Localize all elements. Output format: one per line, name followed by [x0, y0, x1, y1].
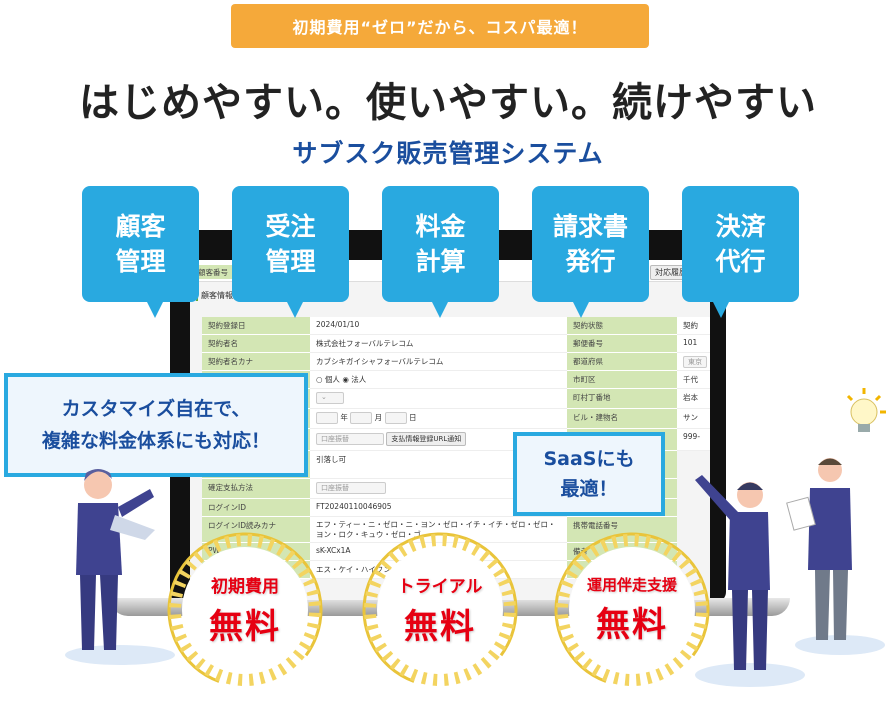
medal-support-free: 運用伴走支援無料	[547, 527, 717, 697]
field-value: 口座振替 支払情報登録URL通知	[310, 429, 567, 451]
callout-line1: SaaSにも	[543, 448, 635, 470]
feature-customer-management: 顧客管理	[82, 186, 199, 318]
radio-corporate[interactable]: 法人	[351, 375, 367, 384]
field-value: 口座振替	[310, 479, 567, 499]
medal-title: 初期費用	[211, 577, 279, 597]
feature-order-management: 受注管理	[232, 186, 349, 318]
field-label: 契約者名カナ	[202, 353, 310, 371]
feature-line2: 管理	[115, 247, 166, 276]
customer-type-radios[interactable]: ○ 個人 ◉ 法人	[310, 371, 567, 389]
field-value: ⌄	[310, 389, 567, 409]
feature-billing-calc: 料金計算	[382, 186, 499, 318]
field-value: エフ・ティー・ニ・ゼロ・ニ・ヨン・ゼロ・イチ・イチ・ゼロ・ゼロ・ヨン・ロク・キュ…	[310, 517, 567, 543]
feature-line2: 計算	[415, 247, 466, 276]
field-label: 市町区	[567, 371, 677, 389]
callout-line1: カスタマイズ自在で、	[61, 398, 251, 420]
field-label: 郵便番号	[567, 335, 677, 353]
promo-badge: 初期費用“ゼロ”だから、コスパ最適！	[231, 4, 649, 48]
field-label: ログインID	[202, 499, 310, 517]
year-label: 年	[340, 413, 348, 422]
laurel-wreath-icon	[554, 532, 710, 688]
field-value: カブシキガイシャフォーバルテレコム	[310, 353, 567, 371]
medal-trial-free: トライアル無料	[355, 527, 525, 697]
feature-line1: 顧客	[115, 212, 166, 241]
feature-line1: 請求書	[552, 212, 628, 241]
radio-individual[interactable]: 個人	[324, 375, 340, 384]
laurel-wreath-icon	[167, 532, 323, 688]
feature-line1: 料金	[415, 212, 466, 241]
feature-line2: 管理	[265, 247, 316, 276]
field-label: 契約状態	[567, 317, 677, 335]
businesspeople-right-illustration	[695, 458, 885, 687]
day-select[interactable]	[384, 412, 407, 424]
field-value: 株式会社フォーバルテレコム	[310, 335, 567, 353]
feature-invoice-issue: 請求書発行	[532, 186, 649, 318]
select-dropdown[interactable]: ⌄	[316, 392, 344, 404]
send-payment-url-button[interactable]: 支払情報登録URL通知	[386, 432, 467, 446]
year-select[interactable]	[316, 412, 338, 424]
confirmed-payment-select[interactable]: 口座振替	[316, 482, 386, 494]
field-value: サン	[677, 409, 710, 429]
headline: はじめやすい。使いやすい。続けやすい	[79, 80, 817, 126]
field-value: 101	[677, 335, 710, 353]
field-value[interactable]: 東京	[677, 353, 710, 371]
callout-customizable: カスタマイズ自在で、 複雑な料金体系にも対応！	[4, 373, 308, 477]
feature-line1: 受注	[265, 212, 316, 241]
field-label: 確定支払方法	[202, 479, 310, 499]
medal-free: 無料	[209, 607, 281, 647]
field-value: 岩本	[677, 389, 710, 409]
callout-line2: 最適！	[560, 478, 618, 500]
field-value: 契約	[677, 317, 710, 335]
feature-line2: 代行	[715, 247, 766, 276]
month-select[interactable]	[350, 412, 373, 424]
date-selects[interactable]: 年 月 日	[310, 409, 567, 429]
medal-title: 運用伴走支援	[586, 576, 677, 594]
field-label: 契約登録日	[202, 317, 310, 335]
callout-line2: 複雑な料金体系にも対応！	[41, 430, 270, 452]
field-value: FT20240110046905	[310, 499, 567, 517]
feature-line1: 決済	[715, 212, 766, 241]
lightbulb-icon	[846, 388, 886, 432]
month-label: 月	[374, 413, 383, 422]
payment-select[interactable]: 口座振替	[316, 433, 384, 445]
field-value: 2024/01/10	[310, 317, 567, 335]
field-label: 町村丁番地	[567, 389, 677, 409]
businessman-left-illustration	[65, 469, 175, 665]
field-label: 都道府県	[567, 353, 677, 371]
field-label: 契約者名	[202, 335, 310, 353]
callout-saas: SaaSにも 最適！	[513, 432, 665, 516]
field-value: 999-	[677, 429, 710, 451]
medal-free: 無料	[404, 607, 476, 647]
field-value: 千代	[677, 371, 710, 389]
feature-line2: 発行	[565, 247, 616, 276]
prefecture-select[interactable]: 東京	[683, 356, 707, 368]
laurel-wreath-icon	[362, 532, 518, 688]
medal-title: トライアル	[397, 577, 483, 597]
feature-payment-agency: 決済代行	[682, 186, 799, 318]
day-label: 日	[408, 413, 417, 422]
medal-free: 無料	[596, 605, 668, 645]
medal-initial-cost-free: 初期費用無料	[160, 527, 330, 697]
field-label: ビル・建物名	[567, 409, 677, 429]
section-title: 顧客情報	[196, 290, 233, 301]
subtitle: サブスク販売管理システム	[292, 139, 604, 168]
